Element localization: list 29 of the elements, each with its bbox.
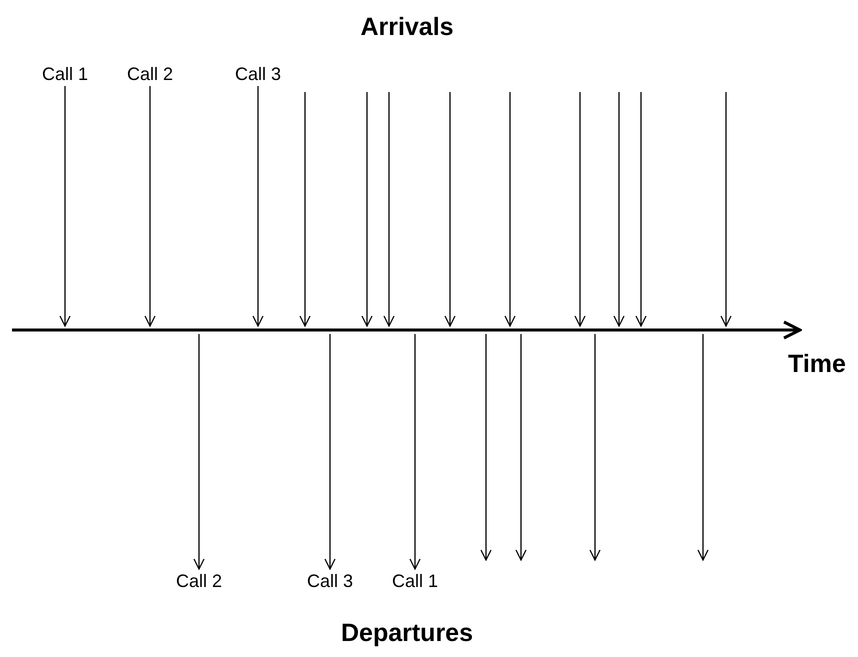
axis-label: Time [788, 349, 846, 379]
arrow [720, 92, 732, 327]
call-label: Call 3 [306, 569, 354, 593]
arrow [574, 92, 586, 327]
arrow [383, 92, 395, 327]
arrow [504, 92, 516, 327]
arrow [144, 86, 156, 327]
arrow [589, 334, 601, 561]
arrow [515, 334, 527, 561]
heading: Departures [341, 618, 473, 648]
arrow [252, 86, 264, 327]
arrow [409, 334, 421, 570]
arrow [299, 92, 311, 327]
heading: Arrivals [360, 12, 454, 42]
arrow [193, 334, 205, 570]
arrow [444, 92, 456, 327]
call-label: Call 3 [234, 62, 282, 86]
call-label: Call 2 [126, 62, 174, 86]
time-axis [12, 320, 802, 340]
call-label: Call 1 [42, 62, 88, 86]
call-label: Call 2 [176, 569, 222, 593]
arrow [613, 92, 625, 327]
arrow [59, 86, 71, 327]
arrow [324, 334, 336, 570]
arrow [697, 334, 709, 561]
arrow [480, 334, 492, 561]
arrow [361, 92, 373, 327]
call-label: Call 1 [392, 569, 438, 593]
arrow [635, 92, 647, 327]
